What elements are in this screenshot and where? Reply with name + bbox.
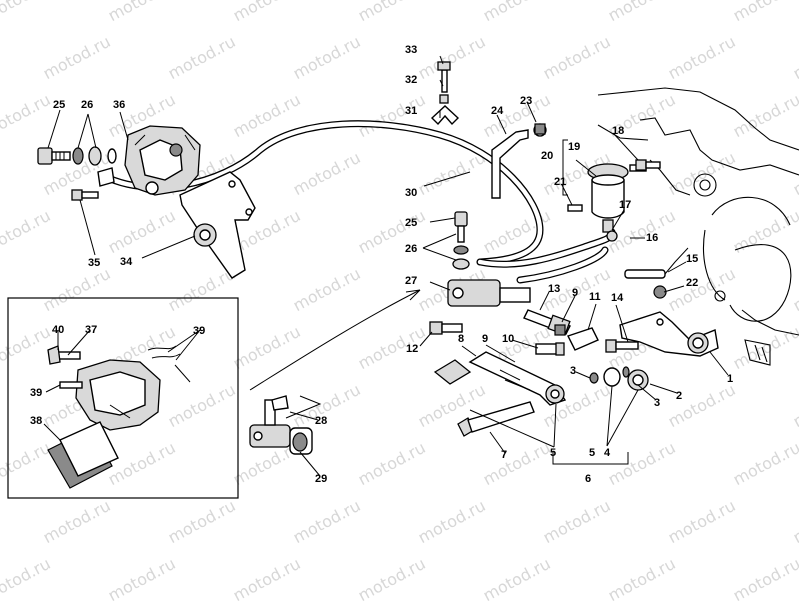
nut-23 — [534, 123, 546, 135]
engine-case-outline — [597, 87, 799, 366]
callout-21: 21 — [554, 176, 566, 188]
pivot-bolt-7 — [457, 401, 535, 437]
callout-1: 1 — [727, 373, 733, 385]
callout-26-mid: 26 — [405, 243, 417, 255]
callout-labels: 1 2 3 3 4 5 5 6 7 8 9 9 10 11 12 13 14 1… — [30, 44, 733, 485]
hose-clip-31 — [430, 61, 460, 126]
callout-25-top: 25 — [53, 99, 65, 111]
clevis-pin-10 — [535, 342, 565, 356]
callout-32: 32 — [405, 74, 417, 86]
callout-17: 17 — [619, 199, 631, 211]
callout-6: 6 — [585, 473, 591, 485]
callout-28: 28 — [315, 415, 327, 427]
inset-caliper — [75, 359, 161, 431]
reference-arc — [249, 289, 421, 391]
bleed-fitting-36 — [97, 167, 115, 187]
callout-18: 18 — [612, 125, 624, 137]
callout-34: 34 — [120, 256, 133, 268]
bolt-35 — [71, 189, 99, 201]
callout-24: 24 — [491, 105, 504, 117]
washer-3 — [589, 366, 630, 384]
callout-13: 13 — [548, 283, 560, 295]
callout-31: 31 — [405, 105, 417, 117]
callout-37: 37 — [85, 324, 97, 336]
callout-10: 10 — [502, 333, 514, 345]
callout-25-mid: 25 — [405, 217, 417, 229]
callout-33: 33 — [405, 44, 417, 56]
detail-arrow-28 — [285, 395, 322, 419]
callout-38: 38 — [30, 415, 42, 427]
callout-11: 11 — [589, 291, 601, 303]
callout-23: 23 — [520, 95, 532, 107]
callout-30: 30 — [405, 187, 417, 199]
brake-pedal-8 — [433, 351, 567, 406]
callout-7: 7 — [501, 449, 507, 461]
callout-12: 12 — [406, 343, 418, 355]
callout-35: 35 — [88, 257, 100, 269]
callout-9-upper: 9 — [572, 287, 578, 299]
inset-bleed-37 — [47, 345, 81, 365]
group-bracket-20 — [562, 139, 568, 196]
washers-26 — [72, 146, 117, 166]
brake-hose-30 — [98, 120, 544, 266]
caliper-bracket-34 — [179, 171, 256, 279]
callout-27: 27 — [405, 275, 417, 287]
callout-15: 15 — [686, 253, 698, 265]
stop-light-switch-15 — [624, 247, 689, 279]
screw-18 — [635, 159, 661, 171]
callout-20: 20 — [541, 150, 553, 162]
callout-9-lower: 9 — [482, 333, 488, 345]
rear-brake-caliper — [124, 125, 201, 196]
callout-40: 40 — [52, 324, 64, 336]
callout-39-upper: 39 — [193, 325, 205, 337]
leader-lines — [43, 55, 729, 477]
callout-22: 22 — [686, 277, 698, 289]
callout-29: 29 — [315, 473, 327, 485]
callout-36: 36 — [113, 99, 125, 111]
callout-16: 16 — [646, 232, 658, 244]
inset-frame — [7, 297, 239, 499]
callout-5-right: 5 — [589, 447, 595, 459]
group-bracket-6 — [552, 452, 629, 465]
clamp-17 — [606, 230, 618, 242]
callout-39-lower: 39 — [30, 387, 42, 399]
reference-arrow-head — [405, 289, 421, 301]
bolt-25-top — [37, 147, 71, 165]
callout-4: 4 — [604, 447, 611, 459]
master-cylinder-29 — [249, 395, 313, 455]
callout-8: 8 — [458, 333, 464, 345]
reservoir-19 — [567, 163, 647, 233]
inset-pads-38 — [47, 421, 119, 489]
washer-22 — [653, 285, 667, 299]
callout-3-right: 3 — [654, 397, 660, 409]
bushing-4 — [603, 367, 649, 391]
pedal-bracket-1 — [619, 311, 719, 357]
bolt-12 — [429, 321, 463, 335]
callout-26-top: 26 — [81, 99, 93, 111]
callout-3-left: 3 — [570, 365, 576, 377]
reservoir-hose-16 — [476, 228, 616, 284]
bolt-14 — [605, 339, 639, 353]
callout-14: 14 — [611, 292, 624, 304]
nut-9-upper — [554, 324, 566, 336]
callout-19: 19 — [568, 141, 580, 153]
callout-5-left: 5 — [550, 447, 556, 459]
callout-2: 2 — [676, 390, 682, 402]
clevis-11 — [567, 327, 599, 351]
master-cylinder-27 — [447, 211, 531, 307]
